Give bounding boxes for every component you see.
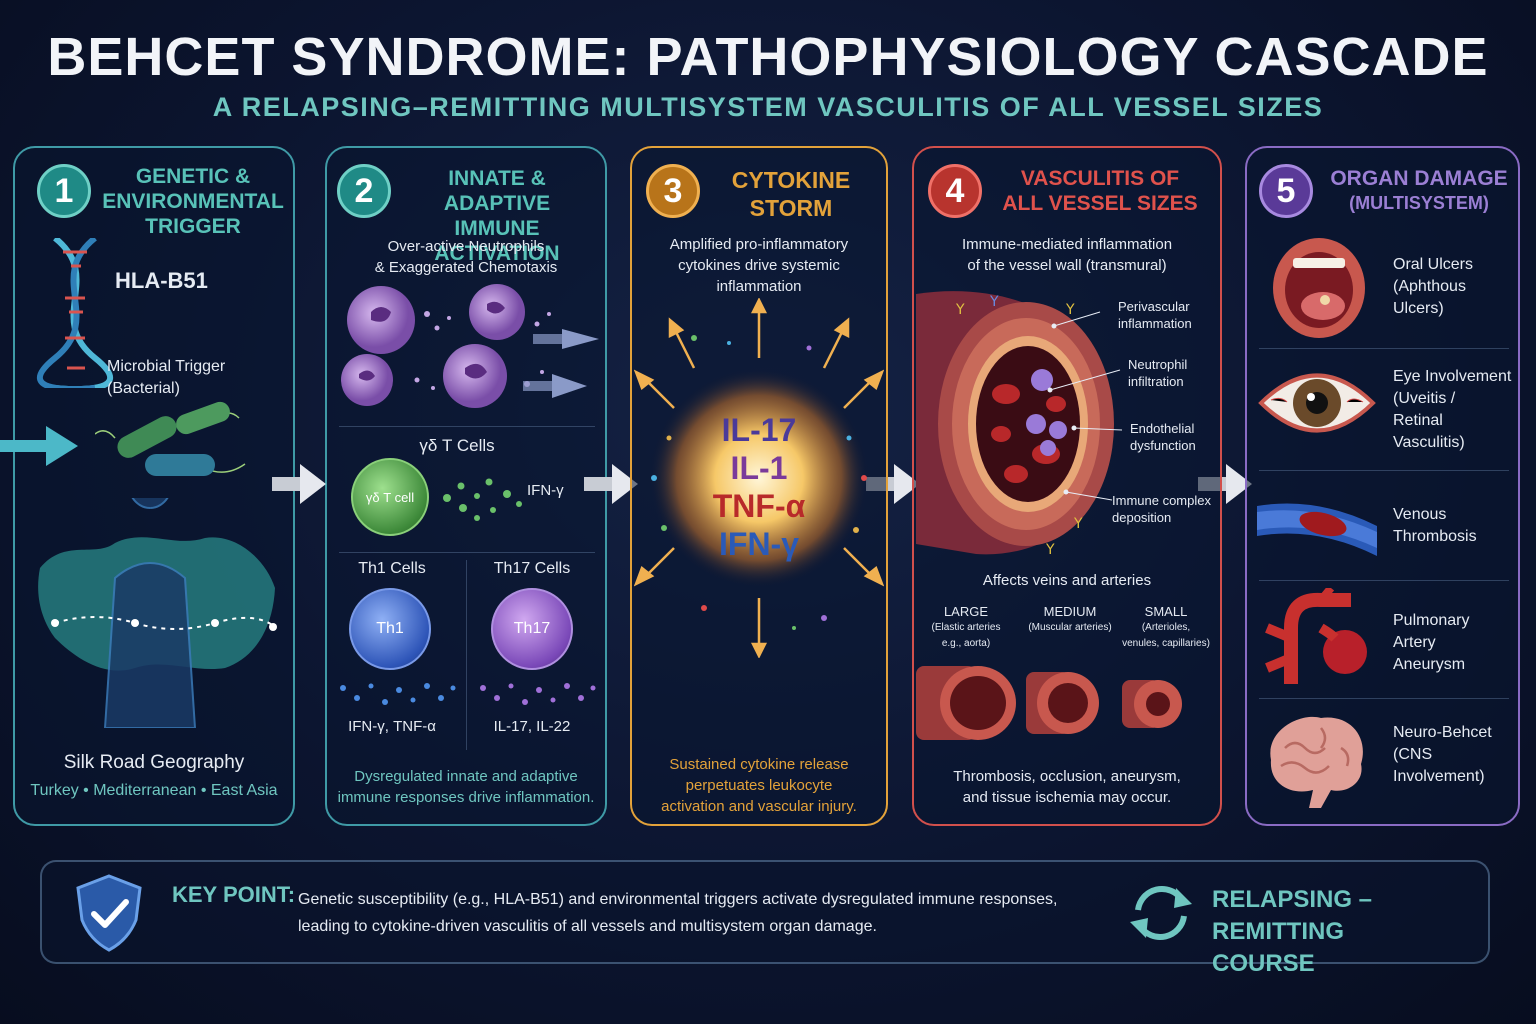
vessel-cross-section-icon: Y Y Y Y Y [916,291,1114,558]
shield-check-icon [76,874,142,952]
panel2-title: INNATE & ADAPTIVE IMMUNE ACTIVATION [434,167,560,265]
gene-label: HLA-B51 [115,268,208,293]
vessel-label-leaders [1047,311,1123,501]
dna-helix-icon [36,238,114,388]
th17-output: IL-17, IL-22 [493,718,571,735]
vessel-large-label: LARGE (Elastic arteries e.g., aorta) [931,604,1001,649]
organ-divider-3 [1259,580,1509,581]
cytokine-il17: IL-17 [721,412,797,448]
panel4-description: Immune-mediated inflammation of the vess… [961,236,1173,274]
relapse-cycle-icon [1130,885,1192,941]
panel2-footer: Dysregulated innate and adaptive immune … [337,768,595,806]
vessel-small-label: SMALL (Arterioles, venules, capillaries) [1122,604,1210,649]
svg-text:Y: Y [989,294,999,310]
th1-cytokine-particles-icon [340,683,456,705]
relapsing-course-label: RELAPSING – REMITTING COURSE [1212,886,1373,977]
label-perivascular: Perivascular inflammation [1118,299,1192,331]
step-badge-1: 1 [37,164,91,218]
oral-ulcer-icon [1273,238,1365,338]
cytokine-burst-icon [634,298,884,658]
neutrophil-cells-icon [341,284,599,408]
panel4-title: VASCULITIS OF ALL VESSEL SIZES [1002,167,1198,215]
step-badge-4: 4 [928,164,982,218]
page-title: BEHCET SYNDROME: PATHOPHYSIOLOGY CASCADE [47,27,1489,87]
ifn-particles-icon [443,478,522,521]
key-point-text: Genetic susceptibility (e.g., HLA-B51) a… [298,891,1058,935]
th17-title: Th17 Cells [493,560,571,577]
panel-genetic-trigger: 1 GENETIC & ENVIRONMENTAL TRIGGER HLA-B5… [13,146,295,826]
flow-arrow-1-icon [272,464,326,504]
organ-venous-thrombosis: Venous Thrombosis [1393,506,1477,545]
bacteria-icon [95,401,246,476]
label-immune-complex: Immune complex deposition [1112,493,1211,525]
gd-tcell-title: γδ T Cells [419,436,495,455]
vessel-medium-label: MEDIUM (Muscular arteries) [1028,604,1112,633]
silk-road-map-icon [38,498,277,728]
organ-neuro-behcet: Neuro-Behcet (CNS Involvement) [1393,724,1492,785]
gd-tcell-icon: γδ T cell [351,458,429,536]
panel5-title: ORGAN DAMAGE (MULTISYSTEM) [1330,167,1508,213]
entry-arrow-icon [0,426,78,466]
geo-title: Silk Road Geography [63,752,245,773]
pulmonary-aneurysm-icon [1265,588,1367,684]
th1-title: Th1 Cells [358,560,426,577]
organ-oral-ulcers: Oral Ulcers (Aphthous Ulcers) [1393,256,1474,317]
vessel-sizes-icon [916,666,1182,740]
venous-thrombosis-icon [1257,503,1377,556]
th1-cell-icon: Th1 [349,588,431,670]
panel-vasculitis: 4 VASCULITIS OF ALL VESSEL SIZES Immune-… [912,146,1222,826]
label-endothelial: Endothelial dysfunction [1130,421,1196,453]
panel-immune-activation: 2 INNATE & ADAPTIVE IMMUNE ACTIVATION Ov… [325,146,607,826]
cytokine-tnfa: TNF-α [712,488,806,524]
geo-regions: Turkey • Mediterranean • East Asia [30,782,278,799]
key-point-box: KEY POINT: Genetic susceptibility (e.g.,… [40,860,1490,977]
organ-pulmonary-aneurysm: Pulmonary Artery Aneurysm [1393,612,1470,673]
neutrophil-label: Over-active Neutrophils & Exaggerated Ch… [374,238,558,276]
microbial-trigger-label: Microbial Trigger (Bacterial) [107,358,226,397]
svg-text:Y: Y [1065,302,1075,318]
organ-divider-2 [1259,470,1509,471]
organ-eye-involvement: Eye Involvement (Uveitis / Retinal Vascu… [1393,368,1512,451]
panel3-footer: Sustained cytokine release perpetuates l… [661,756,857,815]
panel1-title: GENETIC & ENVIRONMENTAL TRIGGER [102,165,284,238]
brain-icon [1270,716,1363,808]
svg-text:Y: Y [1045,542,1055,558]
eye-icon [1258,373,1376,433]
svg-text:Y: Y [1073,516,1083,532]
step-badge-2: 2 [337,164,391,218]
organ-divider-4 [1259,698,1509,699]
th17-cell-icon: Th17 [491,588,573,670]
panel2-divider-top [339,426,595,427]
cytokine-il1: IL-1 [730,450,788,486]
svg-text:Y: Y [955,302,965,318]
th17-cytokine-particles-icon [480,683,596,705]
flow-arrow-2-icon [584,464,638,504]
page-subtitle: A RELAPSING–REMITTING MULTISYSTEM VASCUL… [212,92,1324,122]
affects-label: Affects veins and arteries [982,572,1152,589]
panel-organ-damage: 5 ORGAN DAMAGE (MULTISYSTEM) Oral Ulcers… [1245,146,1520,826]
gd-output: IFN-γ [527,482,564,499]
panel3-title: CYTOKINE STORM [731,167,851,221]
panel3-description: Amplified pro-inflammatory cytokines dri… [669,236,849,295]
panel4-footer: Thrombosis, occlusion, aneurysm, and tis… [953,768,1181,806]
panel-cytokine-storm: 3 CYTOKINE STORM Amplified pro-inflammat… [630,146,888,826]
organ-divider-1 [1259,348,1509,349]
cytokine-ifng: IFN-γ [719,526,799,562]
panel2-divider-mid [339,552,595,553]
label-neutrophil-infiltration: Neutrophil infiltration [1128,357,1188,389]
panel2-divider-vert [466,560,467,750]
th1-output: IFN-γ, TNF-α [348,718,436,735]
key-point-label: KEY POINT: [172,882,296,907]
step-badge-3: 3 [646,164,700,218]
step-badge-5: 5 [1259,164,1313,218]
